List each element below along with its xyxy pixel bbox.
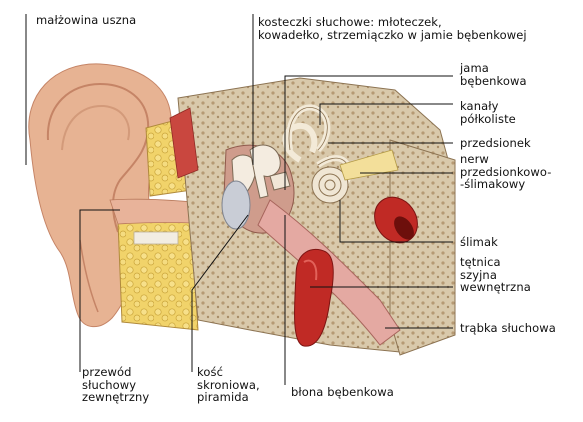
label-jama-bebenkowa: jama bębenkowa [460, 61, 527, 88]
label-kanaly-polkoliste: kanały półkoliste [460, 99, 516, 126]
label-nerw: nerw przedsionkowo- -ślimakowy [460, 152, 552, 191]
label-slimak: ślimak [460, 235, 498, 249]
label-tetnica: tętnica szyjna wewnętrzna [460, 255, 531, 294]
internal-carotid-artery [293, 248, 334, 347]
label-blona-bebenkowa: błona bębenkowa [291, 385, 394, 399]
label-przedsionek: przedsionek [460, 136, 531, 150]
cochlea [311, 166, 349, 204]
leader-lines [25, 14, 453, 385]
label-trabka-sluchowa: trąbka słuchowa [460, 321, 556, 335]
label-przewod-sluchowy: przewód słuchowy zewnętrzny [82, 365, 150, 404]
label-kosteczki-sluchowe: kosteczki słuchowe: młoteczek, kowadełko… [258, 15, 527, 42]
tympanic-membrane [221, 180, 251, 230]
label-malzowina-uszna: małżowina uszna [36, 13, 137, 27]
label-kosc-skroniowa: kość skroniowa, piramida [197, 365, 260, 404]
outer-canal-tissue [117, 207, 199, 331]
